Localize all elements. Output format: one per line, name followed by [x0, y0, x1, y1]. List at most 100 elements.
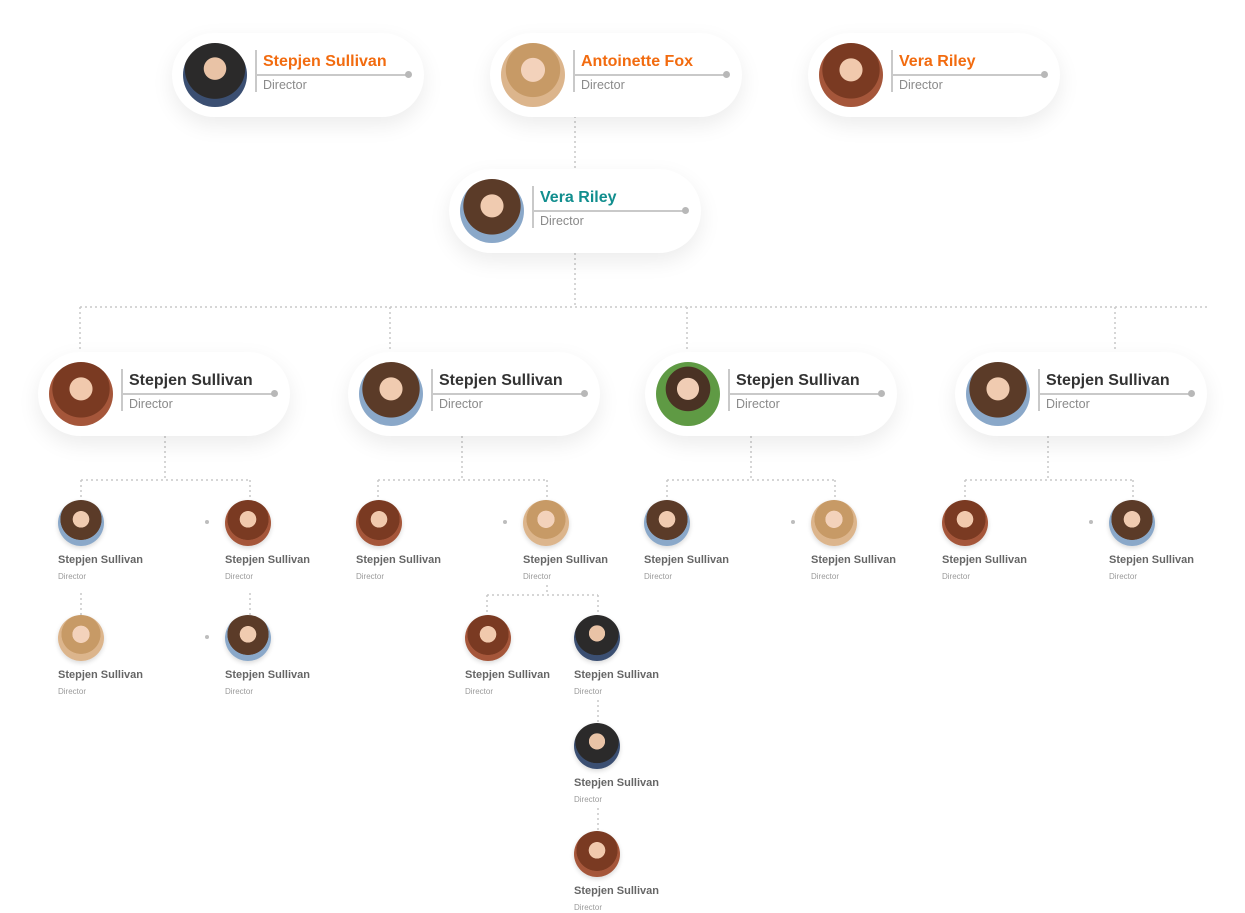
divider-line — [121, 393, 273, 395]
avatar-icon — [966, 362, 1030, 426]
person-role: Director — [644, 572, 673, 581]
person-name: Stepjen Sullivan — [58, 554, 143, 566]
person-node[interactable]: Stepjen Sullivan Director — [225, 615, 355, 697]
divider-line — [431, 393, 583, 395]
person-role: Director — [581, 78, 625, 92]
person-name: Stepjen Sullivan — [736, 372, 860, 389]
divider — [431, 369, 433, 411]
avatar-icon — [656, 362, 720, 426]
person-role: Director — [942, 572, 971, 581]
divider — [255, 50, 257, 92]
person-role: Director — [225, 687, 254, 696]
person-name: Stepjen Sullivan — [225, 669, 310, 681]
person-role: Director — [540, 214, 584, 228]
person-role: Director — [736, 397, 780, 411]
person-role: Director — [58, 572, 87, 581]
person-name: Stepjen Sullivan — [574, 669, 659, 681]
person-node[interactable]: Stepjen Sullivan Director — [574, 615, 704, 697]
person-node[interactable]: Stepjen Sullivan Director — [574, 831, 704, 913]
person-role: Director — [439, 397, 483, 411]
avatar-icon — [574, 615, 620, 661]
person-name: Stepjen Sullivan — [1046, 372, 1170, 389]
divider — [121, 369, 123, 411]
person-card-manager-3[interactable]: Stepjen Sullivan Director — [645, 352, 897, 436]
person-name: Stepjen Sullivan — [465, 669, 550, 681]
divider-line — [1038, 393, 1190, 395]
avatar-icon — [465, 615, 511, 661]
avatar-icon — [49, 362, 113, 426]
person-card-top-3[interactable]: Vera Riley Director — [808, 33, 1060, 117]
person-node[interactable]: Stepjen Sullivan Director — [1109, 500, 1239, 582]
person-role: Director — [523, 572, 552, 581]
person-role: Director — [1046, 397, 1090, 411]
avatar-icon — [58, 615, 104, 661]
person-node[interactable]: Stepjen Sullivan Director — [465, 615, 595, 697]
person-node[interactable]: Stepjen Sullivan Director — [644, 500, 774, 582]
avatar-icon — [523, 500, 569, 546]
avatar-icon — [574, 723, 620, 769]
dot-icon — [405, 71, 412, 78]
person-card-head[interactable]: Vera Riley Director — [449, 169, 701, 253]
person-card-manager-2[interactable]: Stepjen Sullivan Director — [348, 352, 600, 436]
divider-line — [255, 74, 407, 76]
avatar-icon — [58, 500, 104, 546]
dot-icon — [878, 390, 885, 397]
person-node[interactable]: Stepjen Sullivan Director — [225, 500, 355, 582]
person-name: Vera Riley — [540, 189, 617, 206]
avatar-icon — [225, 615, 271, 661]
person-node[interactable]: Stepjen Sullivan Director — [811, 500, 941, 582]
avatar-icon — [225, 500, 271, 546]
avatar-icon — [942, 500, 988, 546]
person-name: Stepjen Sullivan — [58, 669, 143, 681]
divider-line — [728, 393, 880, 395]
person-node[interactable]: Stepjen Sullivan Director — [574, 723, 704, 805]
person-name: Stepjen Sullivan — [356, 554, 441, 566]
dot-icon — [682, 207, 689, 214]
dot-icon — [205, 635, 209, 639]
divider — [532, 186, 534, 228]
person-name: Stepjen Sullivan — [574, 777, 659, 789]
person-role: Director — [225, 572, 254, 581]
divider — [728, 369, 730, 411]
person-name: Stepjen Sullivan — [1109, 554, 1194, 566]
person-name: Stepjen Sullivan — [574, 885, 659, 897]
person-card-top-2[interactable]: Antoinette Fox Director — [490, 33, 742, 117]
person-role: Director — [263, 78, 307, 92]
person-name: Stepjen Sullivan — [644, 554, 729, 566]
person-node[interactable]: Stepjen Sullivan Director — [58, 500, 188, 582]
person-role: Director — [574, 903, 603, 912]
avatar-icon — [574, 831, 620, 877]
divider-line — [891, 74, 1043, 76]
person-card-top-1[interactable]: Stepjen Sullivan Director — [172, 33, 424, 117]
person-role: Director — [129, 397, 173, 411]
person-name: Stepjen Sullivan — [811, 554, 896, 566]
person-node[interactable]: Stepjen Sullivan Director — [58, 615, 188, 697]
divider — [573, 50, 575, 92]
person-node[interactable]: Stepjen Sullivan Director — [942, 500, 1072, 582]
person-name: Vera Riley — [899, 53, 976, 70]
divider-line — [573, 74, 725, 76]
person-card-manager-1[interactable]: Stepjen Sullivan Director — [38, 352, 290, 436]
dot-icon — [205, 520, 209, 524]
person-role: Director — [899, 78, 943, 92]
person-role: Director — [58, 687, 87, 696]
person-name: Stepjen Sullivan — [942, 554, 1027, 566]
dot-icon — [791, 520, 795, 524]
dot-icon — [1188, 390, 1195, 397]
dot-icon — [271, 390, 278, 397]
dot-icon — [723, 71, 730, 78]
person-name: Stepjen Sullivan — [523, 554, 608, 566]
divider — [891, 50, 893, 92]
person-node[interactable]: Stepjen Sullivan Director — [523, 500, 653, 582]
person-name: Antoinette Fox — [581, 53, 693, 70]
person-role: Director — [811, 572, 840, 581]
person-card-manager-4[interactable]: Stepjen Sullivan Director — [955, 352, 1207, 436]
person-role: Director — [356, 572, 385, 581]
avatar-icon — [460, 179, 524, 243]
avatar-icon — [644, 500, 690, 546]
person-node[interactable]: Stepjen Sullivan Director — [356, 500, 486, 582]
person-name: Stepjen Sullivan — [263, 53, 387, 70]
person-role: Director — [574, 795, 603, 804]
dot-icon — [1089, 520, 1093, 524]
